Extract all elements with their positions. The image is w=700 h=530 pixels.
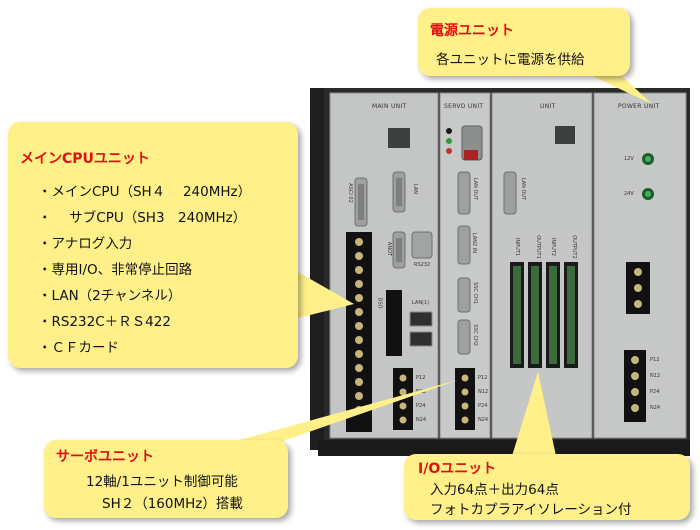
callout-main-line: ・ サブCPU（SH3 240MHz） (38, 210, 247, 226)
main-port-label-rs232: RS232 (414, 262, 431, 268)
servo-port-label-n12: N12 (478, 389, 489, 395)
callout-servo-title: サーボユニット (56, 449, 154, 465)
power-unit-panel (593, 92, 687, 439)
power-unit-label: POWER UNIT (618, 103, 660, 110)
power-port-label-n24: N24 (650, 405, 661, 411)
callout-main-line: ・アナログ入力 (38, 236, 133, 252)
callout-servo-unit: サーボユニット 12軸/1ユニット制御可能 SH２（160MHz）搭載 (44, 440, 288, 518)
callout-main-line: ・専用I/O、非常停止回路 (38, 262, 193, 278)
callout-main-line: ・メインCPU（SH４ 240MHz） (38, 184, 252, 200)
main-port-label-n24: N24 (416, 417, 427, 423)
servo-port-label-p12: P12 (478, 375, 488, 381)
servo-unit-label: SERVO UNIT (444, 103, 484, 110)
callout-main-line: ・LAN（2チャンネル） (38, 288, 182, 304)
main-unit-panel (329, 92, 439, 439)
servo-port-label-n24: N24 (478, 417, 489, 423)
power-port-label-12v: 12V (624, 156, 634, 162)
callout-io-unit: I/Oユニット 入力64点＋出力64点 フォトカプラアイソレーション付 (404, 454, 690, 520)
main-port-label-p12: P12 (416, 375, 426, 381)
servo-port-label-p24: P24 (478, 403, 488, 409)
callout-main-line: ・RS232C＋ＲＳ422 (38, 314, 171, 330)
callout-servo-line: 12軸/1ユニット制御可能 (86, 474, 238, 490)
callout-power-title: 電源ユニット (430, 23, 514, 39)
callout-io-title: I/Oユニット (418, 461, 497, 477)
callout-main-cpu-unit: メインCPUユニット ・メインCPU（SH４ 240MHz） ・ サブCPU（S… (8, 122, 298, 368)
power-port-label-p12: P12 (650, 357, 660, 363)
callout-main-title: メインCPUユニット (20, 151, 150, 167)
callout-io-line: フォトカプラアイソレーション付 (430, 502, 632, 518)
callout-servo-line: SH２（160MHz）搭載 (102, 496, 243, 512)
main-port-label-lan1: LAN(1) (412, 300, 430, 306)
io-unit-label: UNIT (540, 103, 556, 110)
callout-main-line: ・ＣＦカード (38, 340, 119, 356)
power-port-label-p24: P24 (650, 389, 660, 395)
main-port-label-p24: P24 (416, 403, 426, 409)
callout-power-unit: 電源ユニット 各ユニットに電源を供給 (418, 8, 630, 76)
power-port-label-24v: 24V (624, 191, 634, 197)
callout-power-line: 各ユニットに電源を供給 (436, 52, 585, 68)
power-port-label-n12: N12 (650, 373, 661, 379)
callout-io-line: 入力64点＋出力64点 (430, 482, 559, 498)
main-unit-label: MAIN UNIT (372, 103, 407, 110)
servo-unit-panel (439, 92, 491, 439)
